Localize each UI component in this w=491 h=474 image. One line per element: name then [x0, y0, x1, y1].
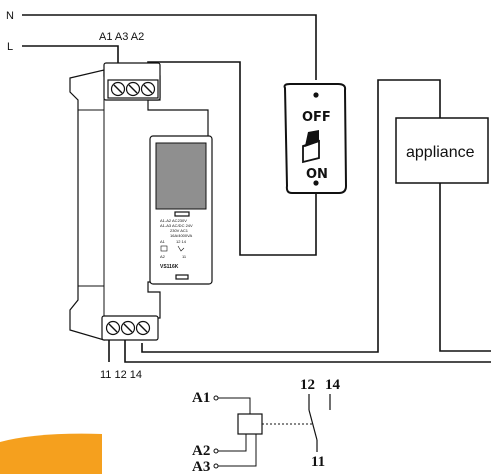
schematic-terminal-a2 — [213, 448, 219, 454]
switch-screw-bottom-icon — [313, 180, 319, 186]
switch-screw-top-icon — [313, 92, 319, 98]
contact-14-wire — [141, 79, 441, 353]
relay: A1-A2 AC230V A1-A3 AC/DC 24V 230V AC1 16… — [69, 62, 213, 341]
schematic-terminal-a1 — [213, 395, 219, 401]
relay-front-text-2: A1-A3 AC/DC 24V — [160, 223, 193, 228]
relay-mini-coil-icon — [160, 245, 168, 252]
relay-pin-a2: A2 — [160, 254, 166, 259]
appliance-label: appliance — [406, 144, 475, 161]
relay-bottom-clip — [175, 274, 189, 280]
bottom-terminals-label: 11 12 14 — [100, 369, 142, 381]
corner-badge — [0, 433, 102, 474]
relay-clip — [174, 211, 190, 217]
switch-on-label: ON — [306, 167, 328, 182]
schematic-a1-label: A1 — [192, 390, 210, 406]
live-wire — [22, 45, 119, 63]
schematic-a3-label: A3 — [192, 459, 210, 474]
switch-off-label: OFF — [302, 110, 331, 125]
relay-schematic: A1 A2 A3 12 14 11 — [192, 377, 341, 474]
relay-front-text-4: 16A/4000VA — [170, 233, 192, 238]
schematic-terminal-a3 — [213, 463, 219, 469]
coil-box — [237, 413, 263, 435]
schematic-contact-14-label: 14 — [325, 377, 341, 393]
screw-slot — [143, 84, 153, 94]
neutral-wire — [22, 14, 317, 80]
relay-mini-contact-icon — [177, 245, 185, 252]
schematic-a2-label: A2 — [192, 443, 210, 459]
top-terminals-label: A1 A3 A2 — [99, 31, 144, 43]
relay-pin-11: 11 — [182, 254, 187, 259]
coil-wire-a3 — [218, 434, 257, 467]
relay-window — [155, 142, 207, 210]
relay-pin-a1: A1 — [160, 239, 166, 244]
switch-toggle-icon — [302, 130, 320, 164]
appliance-box — [395, 117, 489, 184]
relay-front-text-1: A1-A2 AC230V — [160, 218, 187, 223]
schematic-contact-11-label: 11 — [311, 454, 325, 470]
relay-model-label: VS116K — [160, 264, 179, 270]
screw-slot — [123, 323, 133, 333]
appliance-return-wire — [439, 183, 491, 352]
screw-slot — [138, 323, 148, 333]
relay-front-text-3: 230V AC1 — [170, 228, 189, 233]
screw-slot — [108, 323, 118, 333]
contact-12-wire — [124, 337, 491, 363]
relay-pin-12-14: 12 14 — [176, 239, 187, 244]
appliance: appliance — [395, 117, 489, 184]
light-switch: OFF ON — [283, 83, 348, 194]
coil-wire-a1 — [218, 397, 251, 414]
neutral-label: N — [6, 10, 14, 22]
screw-slot — [128, 84, 138, 94]
coil-wire-a2 — [218, 434, 247, 452]
schematic-contact-12-label: 12 — [300, 377, 315, 393]
screw-slot — [113, 84, 123, 94]
contact-blade — [308, 409, 318, 441]
live-label: L — [7, 41, 13, 53]
